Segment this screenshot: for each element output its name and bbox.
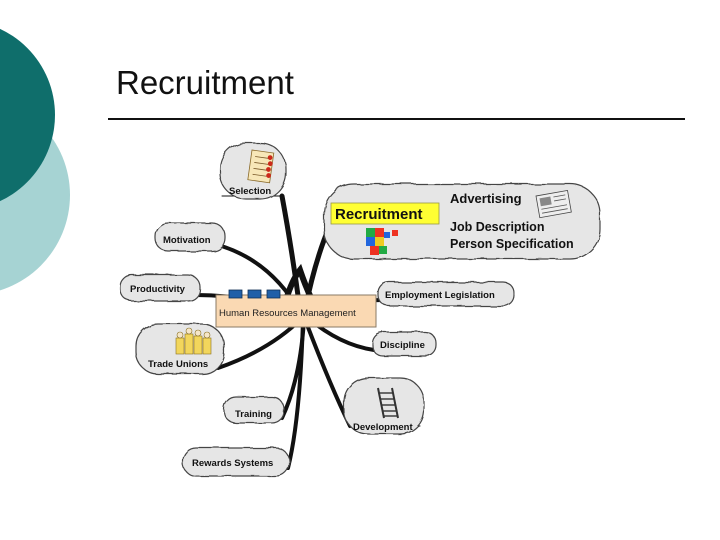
employment-legislation-cloud bbox=[377, 281, 515, 307]
branch-motivation-label: Motivation bbox=[163, 235, 211, 246]
recruitment-highlight bbox=[330, 202, 440, 225]
ladder-icon bbox=[377, 387, 399, 419]
central-node bbox=[215, 294, 377, 328]
crowd-icon bbox=[175, 327, 212, 355]
branch-training-label: Training bbox=[235, 409, 272, 420]
branch-development-label: Development bbox=[353, 422, 413, 433]
person-specification-label: Person Specification bbox=[450, 237, 574, 251]
recruitment-label: Recruitment bbox=[335, 206, 423, 223]
branch-employment-legislation-label: Employment Legislation bbox=[385, 290, 495, 301]
title-underline bbox=[108, 118, 685, 120]
branch-trade-unions-label: Trade Unions bbox=[148, 359, 208, 370]
advertising-label: Advertising bbox=[450, 191, 522, 206]
job-description-label: Job Description bbox=[450, 220, 544, 234]
jigsaw-icon bbox=[366, 228, 398, 255]
central-node-label: Human Resources Management bbox=[219, 308, 356, 319]
newspaper-icon bbox=[535, 189, 572, 219]
training-cloud bbox=[223, 396, 285, 424]
central-node-tabs bbox=[228, 289, 281, 299]
dark-teal-circle bbox=[0, 28, 55, 202]
motivation-cloud bbox=[154, 222, 226, 252]
branch-rewards-systems-label: Rewards Systems bbox=[192, 458, 273, 469]
rewards-systems-cloud bbox=[182, 447, 290, 477]
branch-selection-label: Selection bbox=[229, 186, 271, 197]
development-cloud bbox=[343, 377, 425, 435]
checklist-icon bbox=[247, 149, 275, 184]
productivity-cloud bbox=[119, 274, 201, 302]
branch-discipline-label: Discipline bbox=[380, 340, 425, 351]
branch-productivity-label: Productivity bbox=[130, 284, 186, 295]
slide-title: Recruitment bbox=[116, 64, 294, 101]
discipline-cloud bbox=[371, 331, 437, 357]
